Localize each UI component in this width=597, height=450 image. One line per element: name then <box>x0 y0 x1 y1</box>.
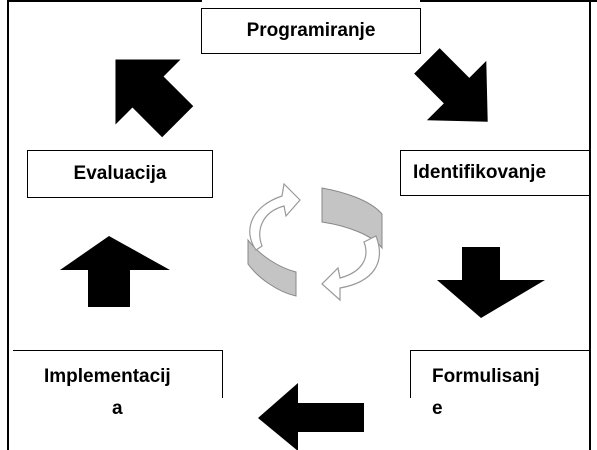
arrow-left-icon <box>258 383 364 450</box>
arrow-up-icon <box>60 236 170 307</box>
arrow-down-icon <box>437 247 545 318</box>
node-formulisanje <box>410 350 590 398</box>
node-evaluacija: Evaluacija <box>27 150 213 198</box>
node-evaluacija-label: Evaluacija <box>73 163 167 184</box>
node-implementacija-label-line2: a <box>112 398 123 419</box>
node-implementacija-label-line1: Implementacij <box>44 366 171 387</box>
frame-top-border-left <box>7 0 202 2</box>
node-programiranje-label: Programiranje <box>246 20 376 41</box>
cycle-arrows-icon <box>247 182 383 302</box>
arrow-up-right-icon <box>115 59 194 138</box>
node-identifikovanje: Identifikovanje <box>400 150 590 196</box>
node-formulisanje-label-line2: e <box>432 398 443 419</box>
node-formulisanje-label-line1: Formulisanj <box>432 366 540 387</box>
frame-left-border <box>7 0 9 450</box>
node-programiranje: Programiranje <box>201 8 421 54</box>
frame-right-border <box>589 0 591 450</box>
frame-top-border-right <box>420 0 597 2</box>
node-identifikovanje-label: Identifikovanje <box>413 162 547 183</box>
arrow-down-right-icon <box>414 48 488 122</box>
node-implementacija <box>13 350 223 398</box>
